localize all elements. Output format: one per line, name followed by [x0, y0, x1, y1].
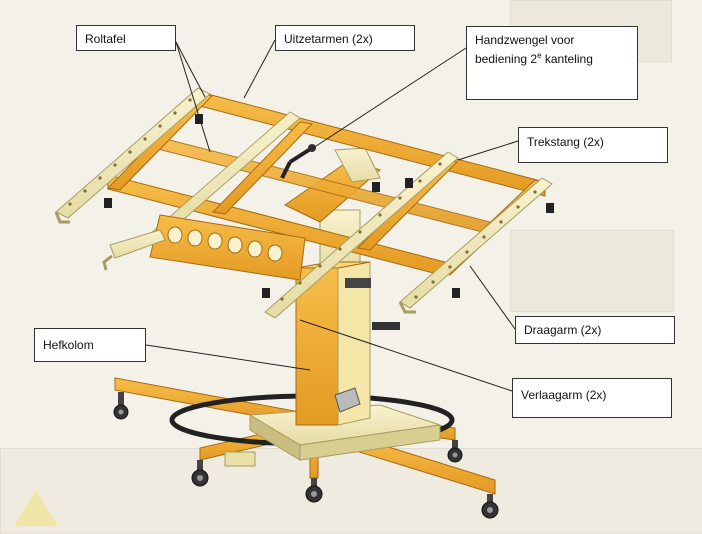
label-verlaagarm: Verlaagarm (2x)	[521, 388, 607, 402]
carry-arm-right	[264, 151, 459, 319]
carry-arms	[54, 87, 553, 319]
label-hefkolom: Hefkolom	[43, 338, 94, 352]
callout-uitzetarmen: Uitzetarmen (2x)	[275, 25, 415, 51]
table-cross-center	[211, 121, 314, 215]
wheel-front-left	[191, 460, 209, 487]
base-center-box-side	[249, 414, 301, 461]
callout-hefkolom: Hefkolom	[34, 328, 146, 362]
lowering-arm-hook-tip	[102, 254, 113, 271]
wheel-front-right	[481, 494, 499, 519]
wheels	[113, 392, 499, 519]
wheel-rear-left	[113, 392, 129, 420]
callout-handzwengel: Handzwengel voor bediening 2e kanteling	[466, 26, 638, 100]
callout-verlaagarm: Verlaagarm (2x)	[512, 378, 672, 418]
callout-trekstang: Trekstang (2x)	[518, 127, 668, 163]
column-lower-crank	[372, 322, 400, 330]
lowering-arm	[102, 214, 306, 281]
background-panel-right	[510, 230, 674, 312]
base-drawer	[224, 451, 256, 467]
label-handzwengel-line1: Handzwengel voor	[475, 33, 575, 47]
table-cross-left	[106, 93, 214, 191]
label-draagarm: Draagarm (2x)	[524, 323, 602, 337]
lowering-arm-hook	[109, 229, 166, 259]
label-roltafel: Roltafel	[85, 32, 126, 46]
carry-arm-hook-right	[398, 301, 416, 314]
callout-draagarm: Draagarm (2x)	[515, 316, 675, 344]
label-trekstang: Trekstang (2x)	[527, 135, 604, 149]
carry-arm-far-right	[399, 177, 553, 309]
wheel-rear-right	[447, 440, 463, 463]
lowering-arm-holes	[167, 226, 283, 262]
label-handzwengel-line2: bediening 2e kanteling	[475, 51, 593, 66]
carry-arm-hook-left	[54, 211, 70, 224]
label-uitzetarmen: Uitzetarmen (2x)	[284, 32, 373, 46]
callout-roltafel: Roltafel	[76, 25, 176, 51]
warning-icon	[14, 490, 58, 526]
background-panel-bottom	[0, 448, 702, 534]
column-side-bracket	[345, 278, 371, 288]
wheel-front-center	[305, 478, 323, 503]
